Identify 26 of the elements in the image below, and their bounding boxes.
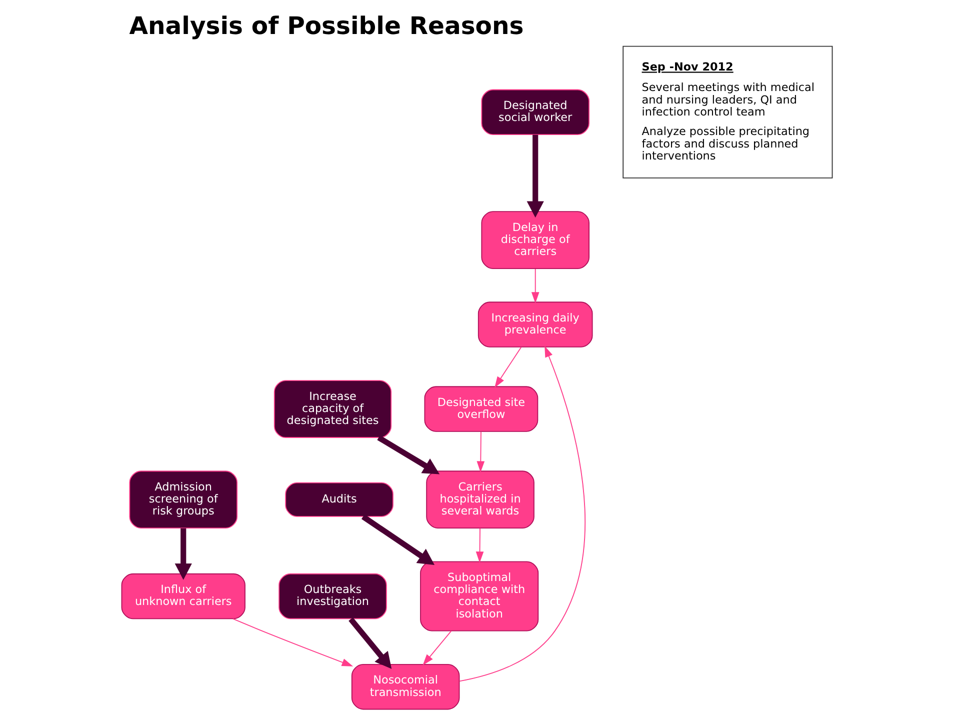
node-box: Suboptimal compliance with contact isolation — [420, 561, 539, 632]
node-box: Nosocomial transmission — [351, 664, 460, 710]
node-box: Delay in discharge of carriers — [481, 211, 590, 269]
arrow — [494, 346, 522, 388]
node-box: Influx of unknown carriers — [121, 573, 246, 620]
arrow — [348, 617, 392, 669]
arrow — [459, 346, 586, 682]
arrow — [232, 618, 354, 666]
node-box: Designated site overflow — [424, 386, 538, 432]
diagram-title: Analysis of Possible Reasons — [129, 10, 524, 40]
node-box: Increasing daily prevalence — [478, 302, 593, 348]
node-box: Increase capacity of designated sites — [274, 380, 392, 438]
arrow — [377, 435, 440, 474]
arrow — [531, 268, 540, 304]
arrow — [526, 134, 544, 218]
node-box: Admission screening of risk groups — [129, 470, 238, 529]
arrow — [361, 514, 435, 566]
node-box: Audits — [285, 482, 394, 517]
arrow — [476, 431, 485, 472]
arrow — [476, 528, 484, 563]
arrow — [174, 528, 192, 580]
node-box: Designated social worker — [481, 89, 590, 136]
arrow — [422, 630, 452, 666]
node-box: Sep -Nov 2012 Several meetings with medical and nursing leaders, QI and infection control team Analyze possible precipitating factors and discuss planned interventions — [622, 46, 833, 178]
node-box: Outbreaks investigation — [278, 573, 387, 620]
node-box: Carriers hospitalized in several wards — [426, 470, 534, 529]
